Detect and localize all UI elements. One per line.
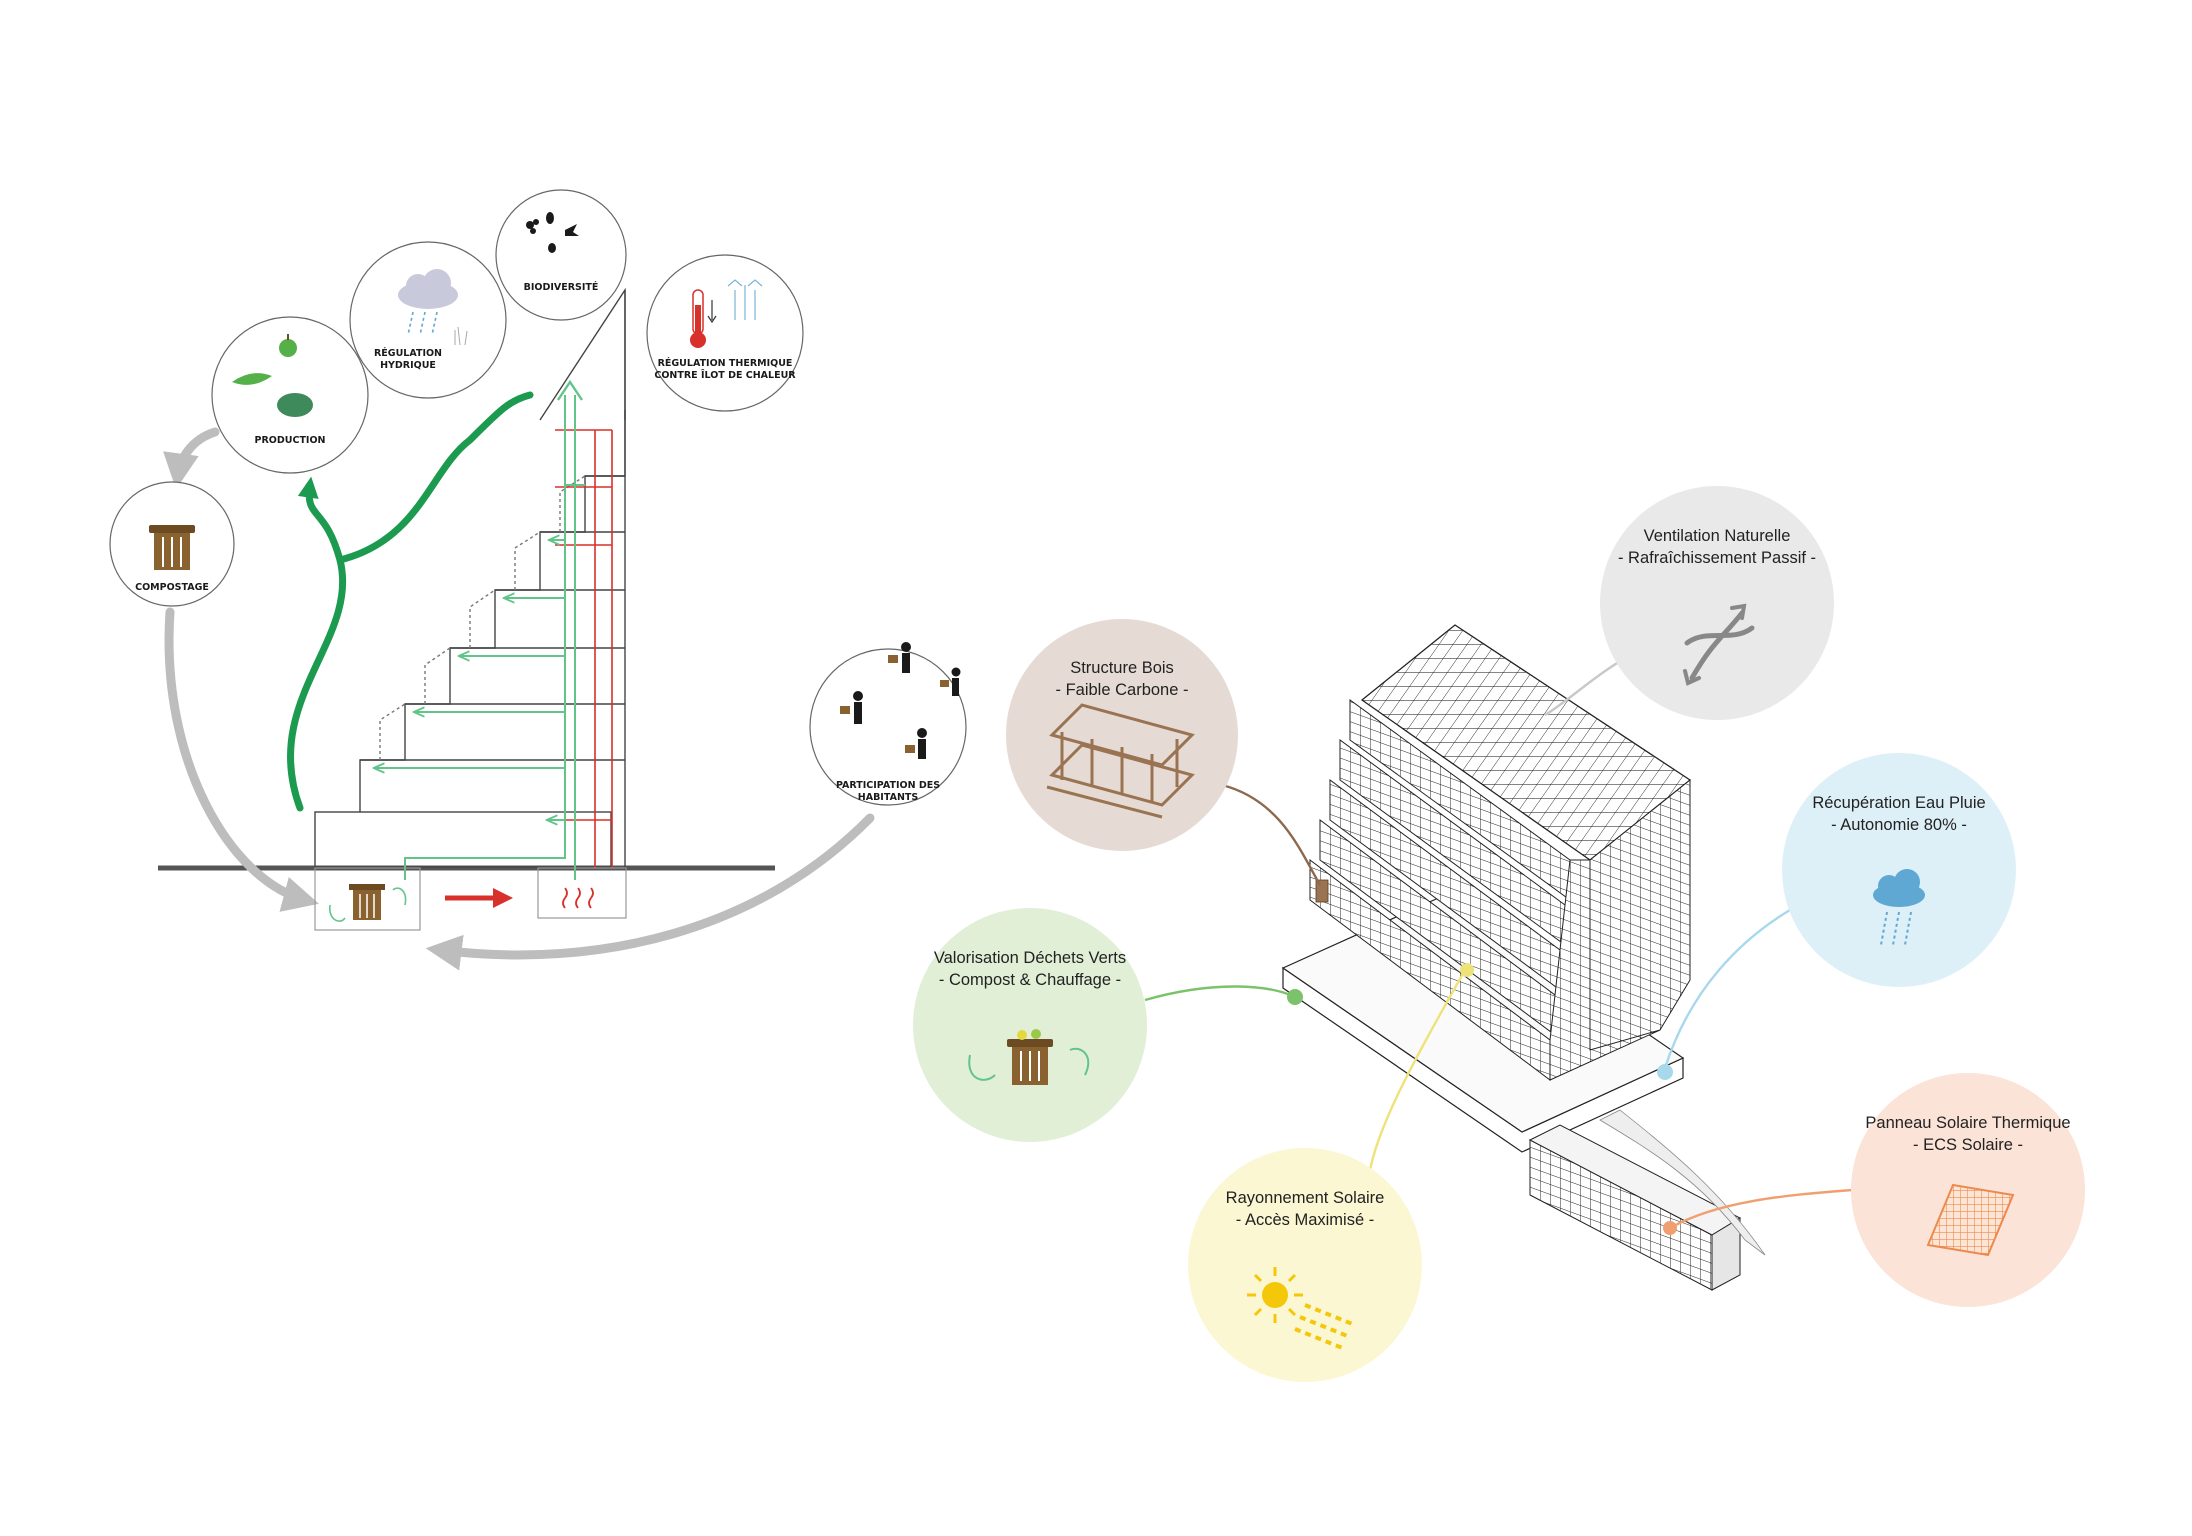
thermometer-icon — [690, 289, 717, 348]
compost-bin-icon — [968, 1029, 1090, 1085]
circle-regulation-thermique-label-2: CONTRE ÎLOT DE CHALEUR — [654, 369, 796, 381]
grass-icon — [454, 326, 468, 346]
compost-box — [314, 867, 421, 931]
circle-biodiversite-label: BIODIVERSITÉ — [524, 281, 599, 293]
circle-compostage: COMPOSTAGE — [109, 481, 235, 607]
callout-title: Valorisation Déchets Verts — [934, 949, 1126, 967]
callout-circle — [1600, 486, 1834, 720]
pea-pod-icon — [232, 373, 272, 385]
circle-regulation-thermique: RÉGULATION THERMIQUE CONTRE ÎLOT DE CHAL… — [646, 254, 804, 412]
evaporation-icon — [727, 279, 763, 320]
callout-title: Récupération Eau Pluie — [1812, 794, 1985, 812]
rain-cloud-icon — [398, 269, 458, 336]
lettuce-icon — [277, 393, 313, 417]
people-icon — [840, 642, 961, 759]
circle-regulation-hydrique-label-2: HYDRIQUE — [380, 360, 436, 371]
callout-valorisation: Valorisation Déchets Verts - Compost & Ch… — [913, 908, 1147, 1142]
callout-subtitle: - Compost & Chauffage - — [939, 971, 1121, 989]
callout-circle — [1006, 619, 1238, 851]
circle-production-label: PRODUCTION — [255, 435, 326, 446]
callout-rayonnement: Rayonnement Solaire - Accès Maximisé - — [1188, 1148, 1422, 1382]
circle-production: PRODUCTION — [211, 316, 369, 474]
callout-subtitle: - Autonomie 80% - — [1831, 816, 1967, 834]
sun-icon — [1247, 1267, 1356, 1351]
callout-title: Ventilation Naturelle — [1644, 527, 1791, 545]
callout-subtitle: - Rafraîchissement Passif - — [1618, 549, 1816, 567]
green-distribution — [375, 379, 585, 880]
callout-subtitle: - Accès Maximisé - — [1236, 1211, 1374, 1229]
callout-structure-bois: Structure Bois - Faible Carbone - — [1006, 619, 1238, 851]
callout-ventilation: Ventilation Naturelle - Rafraîchissement … — [1600, 486, 1834, 720]
heat-pipes — [555, 429, 613, 868]
callout-subtitle: - Faible Carbone - — [1056, 681, 1189, 699]
airflow-arrows-icon — [1683, 603, 1755, 686]
green-flow-arrows — [286, 391, 534, 812]
callout-title: Rayonnement Solaire — [1226, 1189, 1385, 1207]
timber-frame-icon — [1046, 703, 1195, 819]
axonometric-building — [1281, 624, 1766, 1291]
insects-icon — [526, 212, 579, 253]
apple-icon — [279, 334, 297, 357]
circle-compostage-label: COMPOSTAGE — [135, 582, 209, 593]
callout-title: Structure Bois — [1070, 659, 1174, 677]
callout-circle — [1188, 1148, 1422, 1382]
circle-biodiversite: BIODIVERSITÉ — [495, 189, 627, 321]
callout-recuperation: Récupération Eau Pluie - Autonomie 80% - — [1782, 753, 2016, 987]
callout-title: Panneau Solaire Thermique — [1865, 1114, 2070, 1132]
callout-circle — [1782, 753, 2016, 987]
callout-connectors — [1144, 648, 1853, 1235]
circle-participation: PARTICIPATION DES HABITANTS — [809, 642, 967, 806]
cycle-arrows — [163, 427, 875, 971]
compost-bin-icon — [149, 525, 195, 570]
solar-panel-icon — [1926, 1183, 2015, 1257]
circle-regulation-thermique-label-1: RÉGULATION THERMIQUE — [658, 357, 793, 369]
circle-regulation-hydrique-label-1: RÉGULATION — [374, 347, 442, 359]
heating-box — [537, 867, 627, 919]
circle-regulation-hydrique: RÉGULATION HYDRIQUE — [349, 241, 507, 399]
section-diagram: PRODUCTION RÉGULATION HYDRIQUE — [109, 189, 967, 971]
rain-cloud-icon — [1873, 869, 1925, 946]
callout-circle — [913, 908, 1147, 1142]
callout-subtitle: - ECS Solaire - — [1913, 1136, 2023, 1154]
circle-participation-label-1: PARTICIPATION DES — [836, 780, 940, 791]
callout-panneau: Panneau Solaire Thermique - ECS Solaire - — [1851, 1073, 2085, 1307]
circle-participation-label-2: HABITANTS — [858, 792, 919, 803]
